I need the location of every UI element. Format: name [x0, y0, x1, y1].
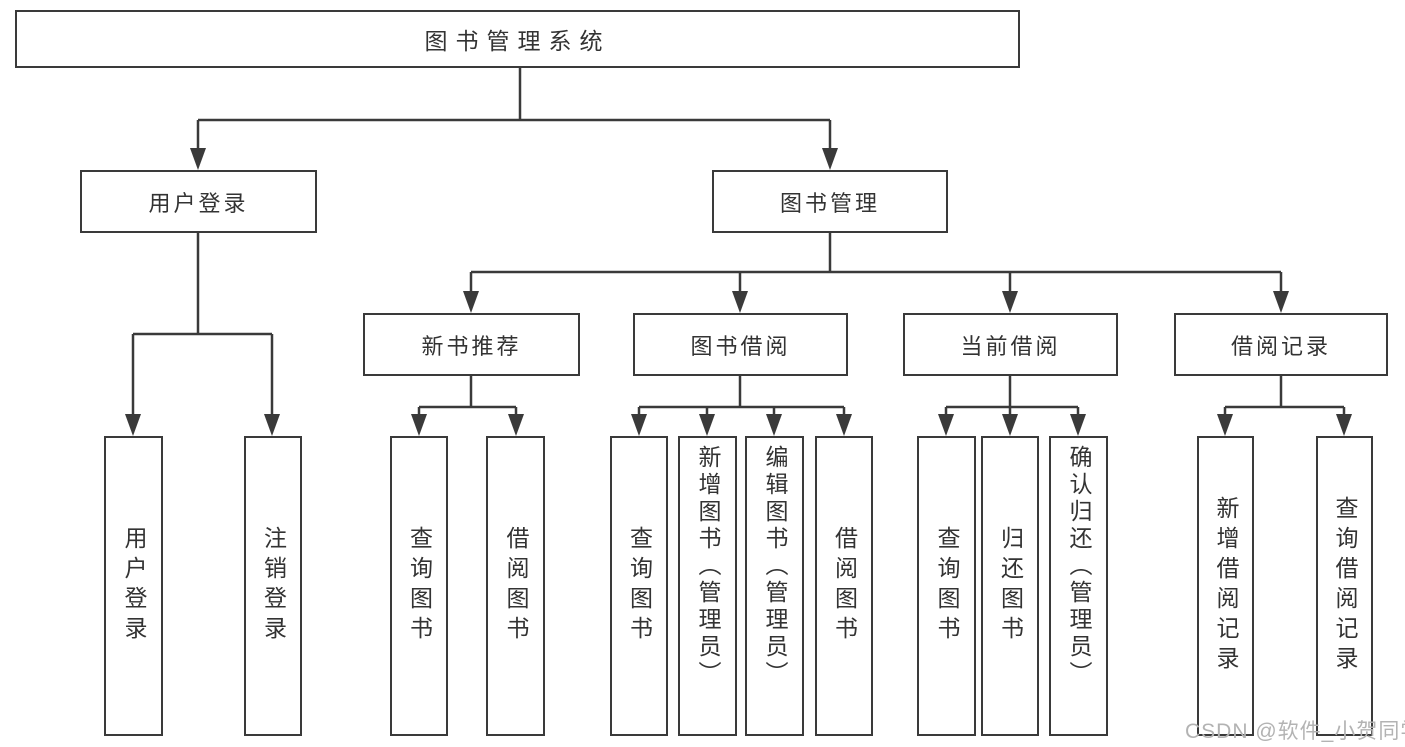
arrow-down-icon: [1273, 291, 1289, 313]
leaf-borrow-books-recommend: 借阅图书: [486, 436, 545, 736]
leaf-label: 查询图书: [934, 526, 960, 646]
arrow-down-icon: [938, 414, 954, 436]
connector-user-login-branch: [125, 233, 280, 436]
leaf-add-books-admin: 新增图书（管理员）: [678, 436, 737, 736]
node-book-management: 图书管理: [712, 170, 948, 233]
leaf-query-books-recommend: 查询图书: [390, 436, 448, 736]
leaf-label: 查询图书: [626, 526, 653, 646]
node-borrowing-records: 借阅记录: [1174, 313, 1388, 376]
node-user-login: 用户登录: [80, 170, 317, 233]
arrow-down-icon: [125, 414, 141, 436]
leaf-edit-books-admin: 编辑图书（管理员）: [745, 436, 804, 736]
leaf-add-borrow-record: 新增借阅记录: [1197, 436, 1254, 736]
connector-book-borrowing-branch: [631, 376, 852, 436]
arrow-down-icon: [1336, 414, 1352, 436]
leaf-label: 新增借阅记录: [1213, 496, 1239, 676]
arrow-down-icon: [508, 414, 524, 436]
node-book-borrowing: 图书借阅: [633, 313, 848, 376]
leaf-query-books-borrowing: 查询图书: [610, 436, 668, 736]
connector-book-management-branch: [463, 233, 1289, 313]
leaf-label: 新增图书（管理员）: [695, 445, 721, 688]
arrow-down-icon: [264, 414, 280, 436]
arrow-down-icon: [1217, 414, 1233, 436]
node-current-borrowing: 当前借阅: [903, 313, 1118, 376]
node-new-book-recommendation: 新书推荐: [363, 313, 580, 376]
arrow-down-icon: [190, 148, 206, 170]
leaf-confirm-return-admin: 确认归还（管理员）: [1049, 436, 1108, 736]
arrow-down-icon: [411, 414, 427, 436]
leaf-query-borrow-record: 查询借阅记录: [1316, 436, 1373, 736]
leaf-borrow-books: 借阅图书: [815, 436, 873, 736]
leaf-label: 归还图书: [997, 526, 1024, 646]
watermark: CSDN @软件_小贺同学: [1185, 720, 1405, 743]
leaf-label: 查询图书: [406, 526, 433, 646]
leaf-label: 确认归还（管理员）: [1066, 445, 1092, 688]
arrow-down-icon: [766, 414, 782, 436]
leaf-label: 编辑图书（管理员）: [762, 445, 788, 688]
connector-root-branch: [190, 68, 838, 170]
arrow-down-icon: [463, 291, 479, 313]
arrow-down-icon: [1002, 414, 1018, 436]
connector-current-borrowing-branch: [938, 376, 1086, 436]
connector-borrowing-records-branch: [1217, 376, 1352, 436]
node-library-management-system: 图书管理系统: [15, 10, 1020, 68]
leaf-logout: 注销登录: [244, 436, 302, 736]
leaf-label: 借阅图书: [831, 526, 858, 646]
connector-new-book-branch: [411, 376, 524, 436]
arrow-down-icon: [699, 414, 715, 436]
arrow-down-icon: [1002, 291, 1018, 313]
leaf-label: 查询借阅记录: [1332, 496, 1358, 676]
leaf-label: 用户登录: [121, 526, 147, 646]
arrow-down-icon: [732, 291, 748, 313]
leaf-label: 借阅图书: [503, 526, 529, 646]
leaf-return-books: 归还图书: [981, 436, 1039, 736]
leaf-query-books-current: 查询图书: [917, 436, 976, 736]
arrow-down-icon: [836, 414, 852, 436]
leaf-user-login: 用户登录: [104, 436, 163, 736]
arrow-down-icon: [822, 148, 838, 170]
arrow-down-icon: [1070, 414, 1086, 436]
leaf-label: 注销登录: [260, 526, 287, 646]
arrow-down-icon: [631, 414, 647, 436]
